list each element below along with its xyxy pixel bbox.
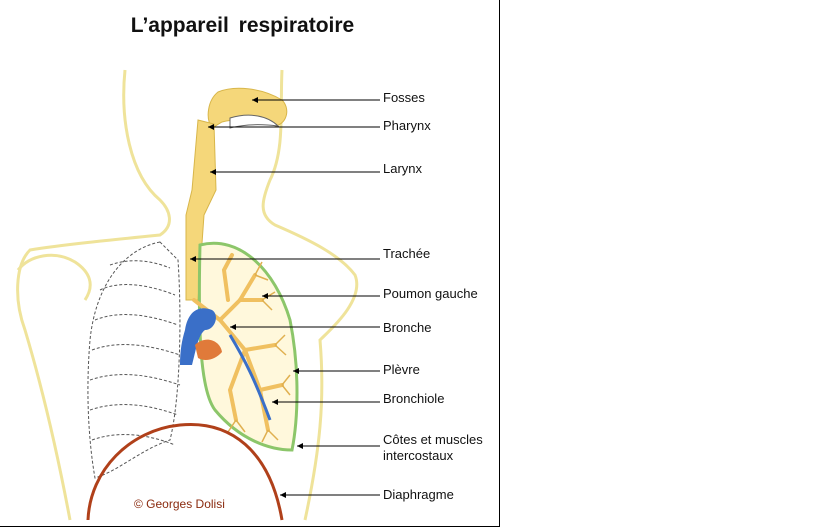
label-cotes-line1: Côtes et muscles [383, 432, 483, 447]
label-pharynx: Pharynx [383, 118, 431, 133]
copyright-credit: © Georges Dolisi [134, 497, 225, 511]
label-poumon-gauche: Poumon gauche [383, 286, 478, 301]
label-bronche: Bronche [383, 320, 432, 335]
label-fosses: Fosses [383, 90, 425, 105]
right-lung [87, 241, 181, 479]
label-bronchiole: Bronchiole [383, 391, 445, 406]
diaphragm [86, 422, 284, 521]
pointer-arrowheads [190, 97, 303, 498]
label-cotes-line2: intercostaux [383, 448, 454, 463]
left-lung [197, 241, 299, 452]
label-diaphragme: Diaphragme [383, 487, 454, 502]
vessels [180, 308, 272, 421]
respiratory-illustration [16, 69, 380, 521]
label-trachee: Trachée [383, 246, 431, 261]
diagram-frame [0, 0, 500, 527]
label-plevre: Plèvre [383, 362, 420, 377]
pointer-lines [190, 99, 380, 496]
bronchioles [227, 261, 291, 443]
diagram-title: L’appareil respiratoire [130, 14, 355, 37]
label-larynx: Larynx [383, 161, 423, 176]
body-outline [16, 69, 359, 521]
upper-airway [185, 87, 288, 301]
